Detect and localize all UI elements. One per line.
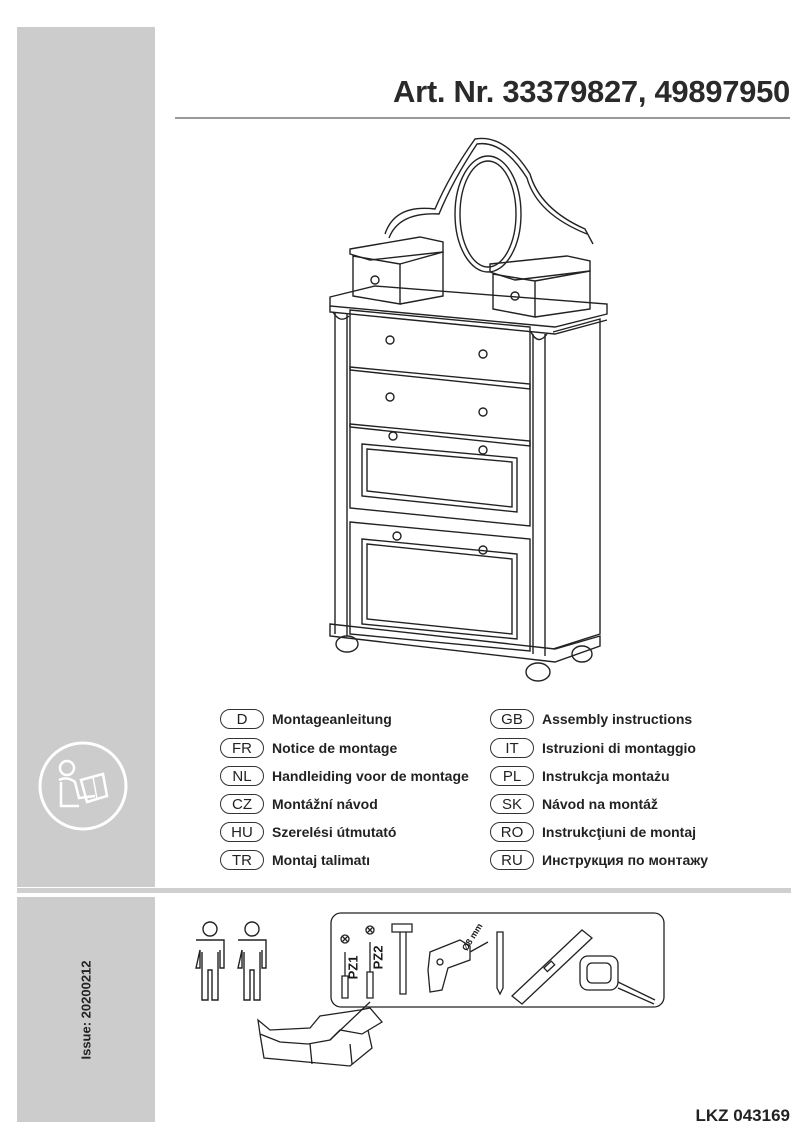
language-label: Návod na montáž: [542, 796, 658, 812]
language-code: GB: [490, 709, 534, 729]
cabinet-illustration: [329, 137, 608, 682]
sidebar-bottom-panel: [17, 897, 155, 1122]
spirit-level-icon: [511, 929, 593, 1005]
tape-measure-icon: [579, 955, 656, 1005]
language-label: Assembly instructions: [542, 711, 693, 727]
language-item: RU Инструкция по монтажу: [490, 848, 708, 872]
language-code: CZ: [220, 794, 264, 814]
language-item: IT Istruzioni di montaggio: [490, 736, 696, 760]
title-divider: [175, 117, 790, 119]
pencil-icon: [496, 931, 504, 996]
language-label: Instrukcţiuni de montaj: [542, 824, 697, 840]
language-code: PL: [490, 766, 534, 786]
language-code: D: [220, 709, 264, 729]
language-item: CZ Montážní návod: [220, 792, 378, 816]
language-code: NL: [220, 766, 264, 786]
language-item: TR Montaj talimatı: [220, 848, 370, 872]
tools-panel: [330, 912, 665, 1008]
drill-icon: [427, 939, 489, 993]
language-label: Montážní návod: [272, 796, 378, 812]
language-label: Montageanleitung: [272, 711, 392, 727]
language-code: RO: [490, 822, 534, 842]
language-label: Istruzioni di montaggio: [542, 740, 696, 756]
language-item: SK Návod na montáž: [490, 792, 658, 816]
language-item: FR Notice de montage: [220, 736, 397, 760]
language-code: TR: [220, 850, 264, 870]
section-divider: [17, 888, 791, 893]
screwdriver-pz2-icon: [365, 925, 375, 999]
language-code: HU: [220, 822, 264, 842]
language-label: Notice de montage: [272, 740, 398, 756]
page-title: Art. Nr. 33379827, 49897950: [393, 74, 790, 109]
language-label: Инструкция по монтажу: [542, 852, 709, 868]
pz2-label: PZ2: [370, 945, 386, 970]
language-code: RU: [490, 850, 534, 870]
language-list: D Montageanleitung FR Notice de montage …: [220, 707, 780, 877]
language-item: D Montageanleitung: [220, 707, 392, 731]
reader-icon: [38, 741, 128, 831]
language-label: Handleiding voor de montage: [272, 768, 469, 784]
language-code: IT: [490, 738, 534, 758]
hammer-icon: [391, 923, 413, 995]
issue-date: Issue: 20200212: [78, 960, 94, 1060]
language-item: HU Szerelési útmutató: [220, 820, 396, 844]
language-code: FR: [220, 738, 264, 758]
language-item: PL Instrukcja montażu: [490, 764, 670, 788]
language-item: RO Instrukcţiuni de montaj: [490, 820, 696, 844]
screwdriver-pz1-icon: [340, 934, 350, 999]
language-item: GB Assembly instructions: [490, 707, 692, 731]
language-label: Instrukcja montażu: [542, 768, 670, 784]
toolbox-icon: [257, 1001, 383, 1067]
product-code: LKZ 043169: [695, 1106, 791, 1125]
language-item: NL Handleiding voor de montage: [220, 764, 469, 788]
pz1-label: PZ1: [345, 955, 361, 980]
language-code: SK: [490, 794, 534, 814]
two-persons-icon: [195, 921, 267, 1001]
language-label: Montaj talimatı: [272, 852, 371, 868]
language-label: Szerelési útmutató: [272, 824, 397, 840]
